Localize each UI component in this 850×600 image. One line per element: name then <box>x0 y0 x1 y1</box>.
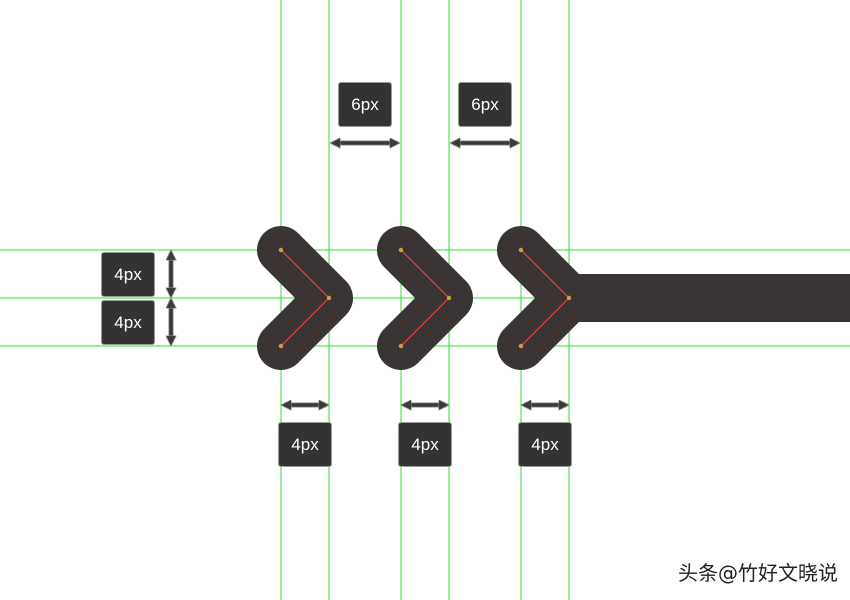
dimension-badge-left-upper: 4px <box>101 252 155 297</box>
watermark-text: 头条@竹好文晓说 <box>678 561 838 585</box>
anchor-point <box>518 247 524 253</box>
anchor-point <box>278 247 284 253</box>
anchor-point <box>398 247 404 253</box>
dimension-badge-top-2: 6px <box>458 82 512 127</box>
anchor-point <box>278 343 284 349</box>
anchor-point <box>566 295 572 301</box>
arrow-shaft <box>567 274 850 322</box>
dimension-badge-bottom-1: 4px <box>278 422 332 467</box>
dimension-badge-top-1: 6px <box>338 82 392 127</box>
anchor-point <box>518 343 524 349</box>
dimension-badge-left-lower: 4px <box>101 300 155 345</box>
anchor-point <box>326 295 332 301</box>
anchor-point <box>398 343 404 349</box>
anchor-point <box>446 295 452 301</box>
dimension-badge-bottom-2: 4px <box>398 422 452 467</box>
dimension-badge-bottom-3: 4px <box>518 422 572 467</box>
anchor-points <box>278 247 572 349</box>
dimension-arrows <box>171 143 566 405</box>
